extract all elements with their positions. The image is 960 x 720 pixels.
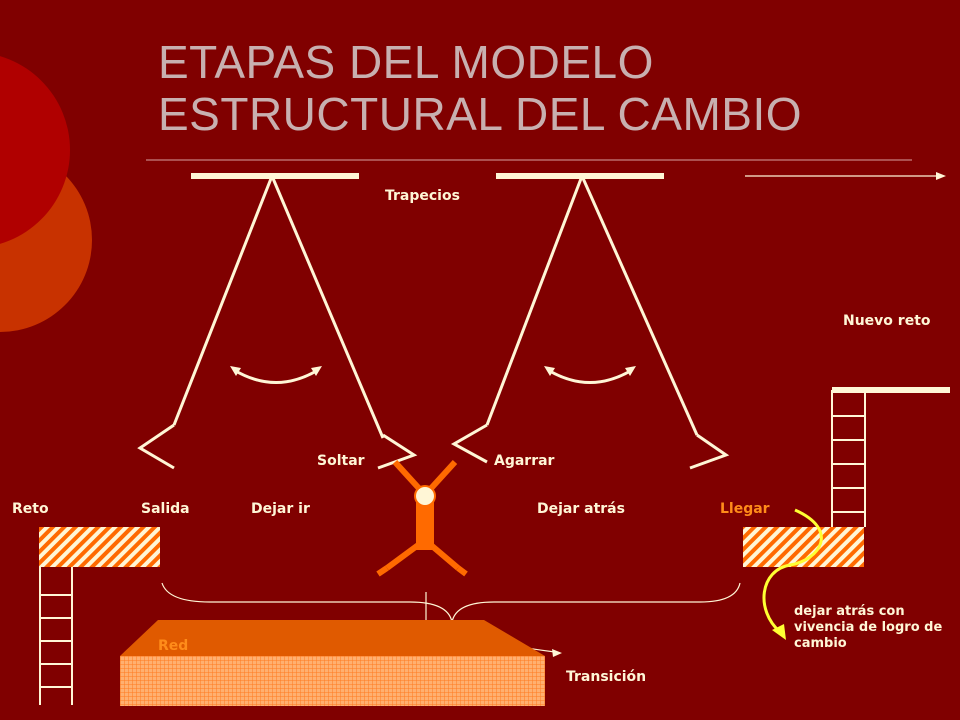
top-arrow bbox=[745, 172, 946, 180]
net-top bbox=[120, 620, 545, 656]
figure-leg-left bbox=[385, 537, 427, 571]
label-trapecios: Trapecios bbox=[385, 188, 460, 204]
swing-arc-left bbox=[233, 368, 319, 384]
note-achievement: dejar atrás con vivencia de logro de cam… bbox=[794, 604, 943, 651]
transition-brace bbox=[161, 582, 741, 623]
label-dejar-ir: Dejar ir bbox=[251, 501, 310, 517]
trapeze-left bbox=[137, 173, 418, 470]
trapeze-right-rope-b bbox=[580, 175, 699, 436]
trapeze-left-handle-b bbox=[377, 433, 418, 470]
swing-arc-right bbox=[547, 368, 633, 384]
net-mesh bbox=[120, 656, 545, 706]
decorative-circles bbox=[0, 56, 92, 332]
label-reto: Reto bbox=[12, 501, 49, 517]
trapeze-left-rope-a bbox=[172, 175, 274, 426]
trapeze-right-handle-a bbox=[450, 423, 488, 464]
label-salida: Salida bbox=[141, 501, 190, 517]
start-platform-block bbox=[39, 527, 160, 567]
slide-title-line1: ETAPAS DEL MODELO bbox=[158, 36, 654, 88]
trapeze-right bbox=[450, 173, 730, 470]
label-dejar-atras: Dejar atrás bbox=[537, 501, 625, 517]
slide-title-line2: ESTRUCTURAL DEL CAMBIO bbox=[158, 88, 803, 140]
label-nuevo-reto: Nuevo reto bbox=[843, 313, 931, 329]
figure-leg-right bbox=[423, 537, 460, 571]
trapeze-right-handle-b bbox=[689, 433, 730, 470]
label-agarrar: Agarrar bbox=[494, 453, 555, 469]
trapeze-right-rope-a bbox=[485, 175, 584, 426]
safety-net bbox=[120, 620, 545, 706]
new-challenge-tower bbox=[831, 387, 950, 527]
acrobat-figure bbox=[376, 459, 468, 577]
label-transicion: Transición bbox=[566, 669, 647, 685]
achievement-curve-arrow bbox=[762, 508, 823, 634]
decor-circle-inner bbox=[0, 56, 70, 244]
trapeze-left-handle-a bbox=[137, 423, 175, 470]
slide-title: ETAPAS DEL MODELO ESTRUCTURAL DEL CAMBIO bbox=[158, 36, 918, 140]
trapeze-left-rope-b bbox=[270, 175, 385, 439]
start-platform bbox=[39, 527, 160, 705]
label-soltar: Soltar bbox=[317, 453, 365, 469]
label-llegar: Llegar bbox=[720, 501, 770, 517]
label-red: Red bbox=[158, 638, 189, 654]
figure-body bbox=[416, 498, 434, 550]
figure-head bbox=[414, 485, 436, 507]
